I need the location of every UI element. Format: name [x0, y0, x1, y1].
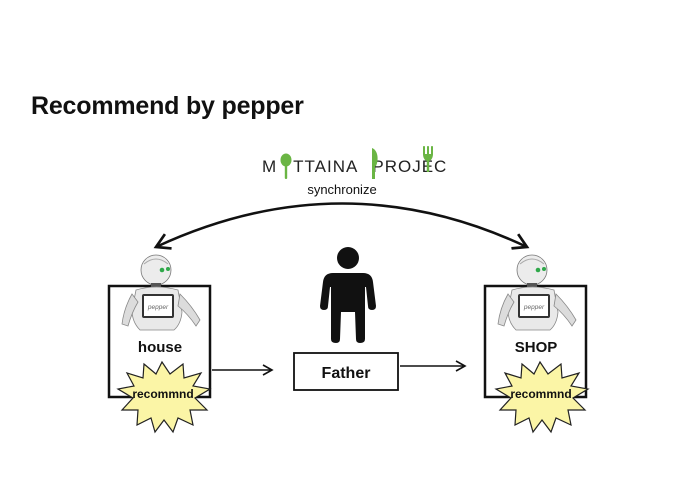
shop-node: pepper SHOP recommnd	[483, 254, 590, 434]
shop-recommend-starburst	[494, 360, 590, 434]
pepper-robot-icon: pepper	[121, 254, 201, 331]
synchronize-arrow	[156, 202, 527, 248]
synchronize-label: synchronize	[307, 182, 376, 197]
person-icon	[320, 247, 376, 343]
knife-icon	[372, 148, 378, 179]
spoon-icon	[280, 153, 292, 179]
fork-icon	[423, 146, 433, 172]
pepper-robot-icon: pepper	[497, 254, 577, 331]
tablet-screen-text: pepper	[523, 304, 545, 311]
page-title: Recommend by pepper	[31, 92, 304, 120]
shop-label: SHOP	[515, 339, 558, 356]
father-box	[293, 352, 399, 391]
house-recommend-starburst	[116, 360, 212, 434]
shop-recommend-label: recommnd	[510, 387, 571, 401]
house-recommend-label: recommnd	[132, 387, 193, 401]
father-label: Father	[322, 365, 371, 382]
house-node: pepper house recommnd	[107, 254, 212, 434]
father-node: Father	[293, 247, 399, 391]
tablet-screen-text: pepper	[147, 304, 169, 311]
house-label: house	[138, 339, 182, 356]
